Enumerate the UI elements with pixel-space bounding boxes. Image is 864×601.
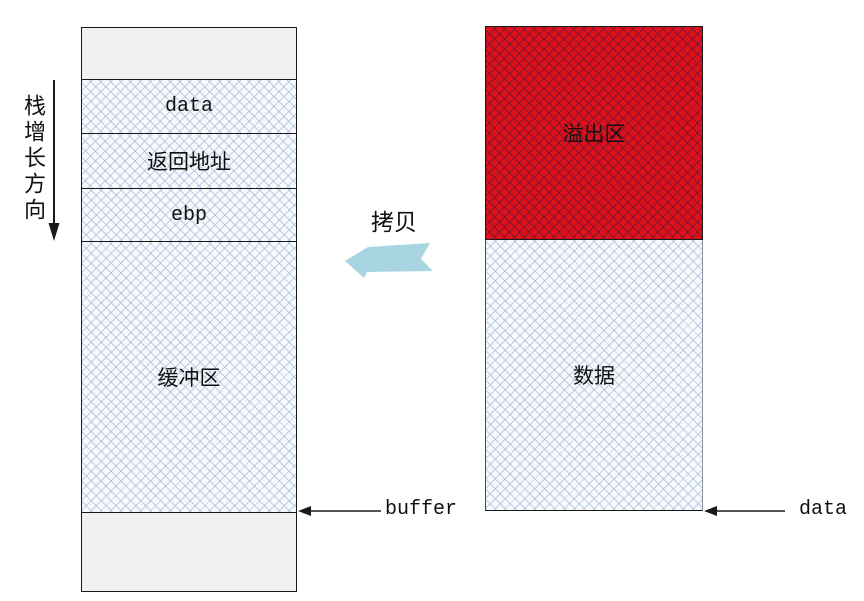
data-region-label: 数据	[573, 364, 615, 388]
stack-segment-top-free	[82, 28, 296, 79]
stack-segment-ebp-label: ebp	[170, 203, 207, 227]
stack-growth-direction-label: 栈增长方向	[21, 94, 46, 224]
buffer-pointer-label: buffer	[385, 498, 458, 521]
copy-arrow-icon	[345, 243, 433, 278]
stack-growth-arrow	[48, 80, 60, 241]
stack-segment-bottom-free	[82, 512, 296, 591]
stack-segment-data: data	[82, 79, 296, 133]
source-data-block: 溢出区 数据	[485, 26, 703, 511]
data-region: 数据	[485, 240, 703, 511]
stack-segment-return-address-label: 返回地址	[147, 150, 231, 174]
stack-segment-buffer-label: 缓冲区	[157, 366, 221, 390]
data-pointer-arrow	[704, 506, 785, 516]
overflow-region: 溢出区	[485, 26, 703, 240]
copy-label: 拷贝	[371, 210, 417, 235]
data-pointer-label: data	[799, 498, 848, 521]
overflow-region-label: 溢出区	[562, 122, 626, 146]
buffer-pointer-arrow	[298, 506, 381, 516]
stack-segment-return-address: 返回地址	[82, 133, 296, 188]
stack-segment-data-label: data	[164, 95, 213, 118]
stack-segment-ebp: ebp	[82, 188, 296, 241]
stack-column: data 返回地址 ebp 缓冲区	[81, 27, 297, 592]
stack-segment-buffer: 缓冲区	[82, 241, 296, 512]
